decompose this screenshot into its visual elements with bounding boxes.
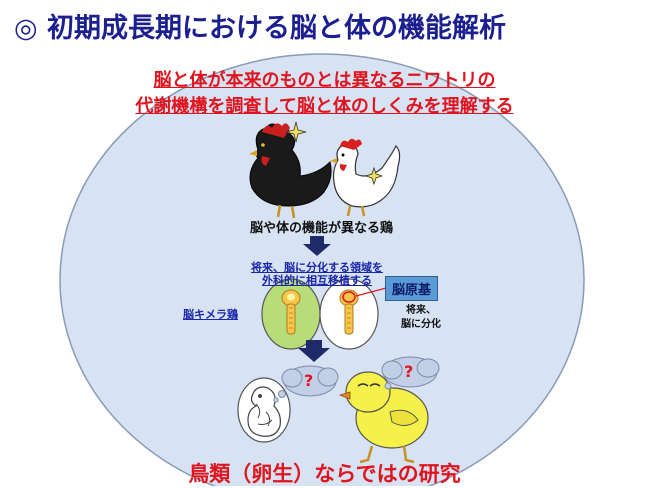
embryo-chick-icon <box>247 386 281 437</box>
yellow-chick-icon <box>338 371 429 464</box>
chimera-label: 脳キメラ鶏 <box>183 308 238 321</box>
background-circle <box>59 53 585 486</box>
thought-cloud <box>273 365 339 403</box>
question-mark-1: ? <box>304 371 314 390</box>
bottom-caption: 鳥類（卵生）ならではの研究 <box>188 462 461 486</box>
thought-cloud <box>381 356 440 390</box>
page-title: ◎ 初期成長期における脳と体の機能解析 <box>14 13 506 44</box>
down-arrow-icon <box>303 236 331 256</box>
sparkle-icon <box>364 166 384 186</box>
white-rooster-icon <box>330 138 401 217</box>
future-label-2: 脳に分化 <box>401 319 441 330</box>
brain-primordium-badge: 脳原基 <box>385 276 439 301</box>
transplant-label-1: 将来、脳に分化する領域を <box>251 261 383 274</box>
embryo-icon <box>339 289 359 335</box>
down-arrow-icon <box>298 340 330 362</box>
question-mark-2: ? <box>404 362 414 381</box>
embryo-icon <box>281 289 301 335</box>
black-rooster-icon <box>249 123 332 219</box>
subtitle-line-1: 脳と体が本来のものとは異なるニワトリの <box>153 70 496 91</box>
chickens-label: 脳や体の機能が異なる鶏 <box>250 221 394 236</box>
transplant-label-2: 外科的に相互移植する <box>262 274 372 287</box>
badge-pointer-line <box>355 287 387 297</box>
subtitle-line-2: 代謝機構を調査して脳と体のしくみを理解する <box>135 96 514 117</box>
sparkle-icon <box>285 121 307 143</box>
future-label-1: 将来、 <box>406 305 436 316</box>
